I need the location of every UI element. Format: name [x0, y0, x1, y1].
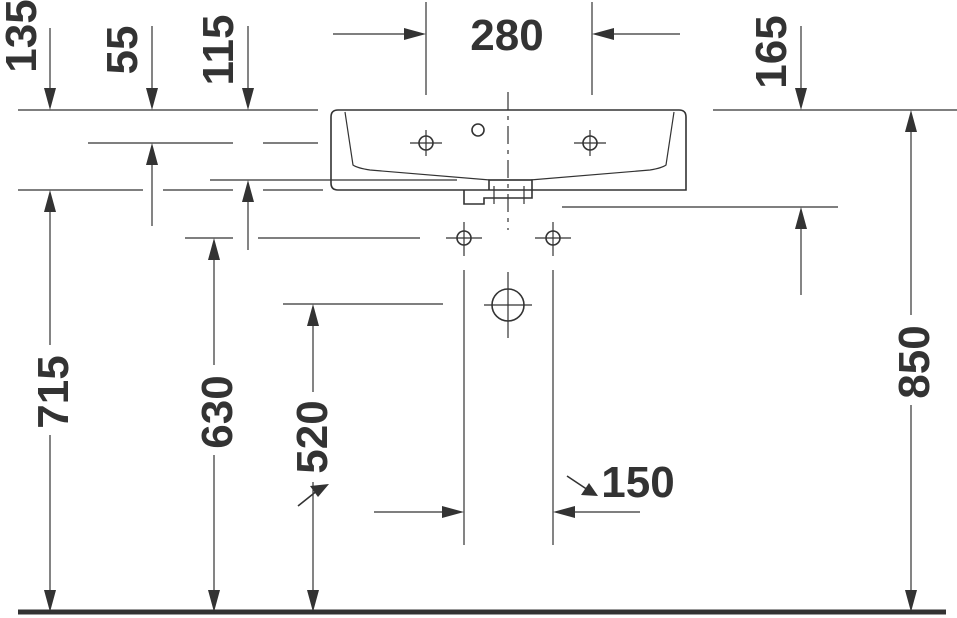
washbasin-outline [330, 109, 687, 205]
tap-hole-left-icon [410, 130, 442, 156]
dim-520-label: 520 [288, 400, 337, 473]
dimension-715: 715 [29, 190, 78, 612]
waste-outlet-icon [484, 272, 532, 338]
dim-150-label: 150 [601, 458, 674, 507]
dimension-165: 165 [747, 15, 807, 295]
dim-850-label: 850 [890, 325, 939, 398]
dim-280-label: 280 [470, 11, 543, 60]
dimension-850: 850 [890, 110, 939, 612]
supply-right-icon [535, 222, 571, 256]
extension-lines [18, 2, 957, 305]
dimension-135: 135 [0, 0, 56, 110]
dim-165-label: 165 [747, 15, 796, 88]
dimension-55: 55 [98, 26, 158, 226]
dimension-630: 630 [193, 238, 242, 612]
tap-hole-right-icon [574, 130, 606, 156]
dimension-280: 280 [333, 11, 680, 60]
dimension-150: 150 [374, 458, 675, 518]
dimension-115: 115 [194, 15, 254, 250]
dimension-520: 520 [288, 304, 337, 612]
leader-150-icon [566, 475, 589, 491]
dim-135-label: 135 [0, 0, 46, 73]
supply-left-icon [446, 222, 482, 256]
dim-115-label: 115 [194, 15, 243, 86]
dim-715-label: 715 [29, 355, 78, 428]
leader-520-icon [297, 489, 319, 507]
dim-55-label: 55 [98, 26, 147, 75]
tap-hole-center-icon [471, 123, 485, 137]
dim-630-label: 630 [193, 375, 242, 448]
